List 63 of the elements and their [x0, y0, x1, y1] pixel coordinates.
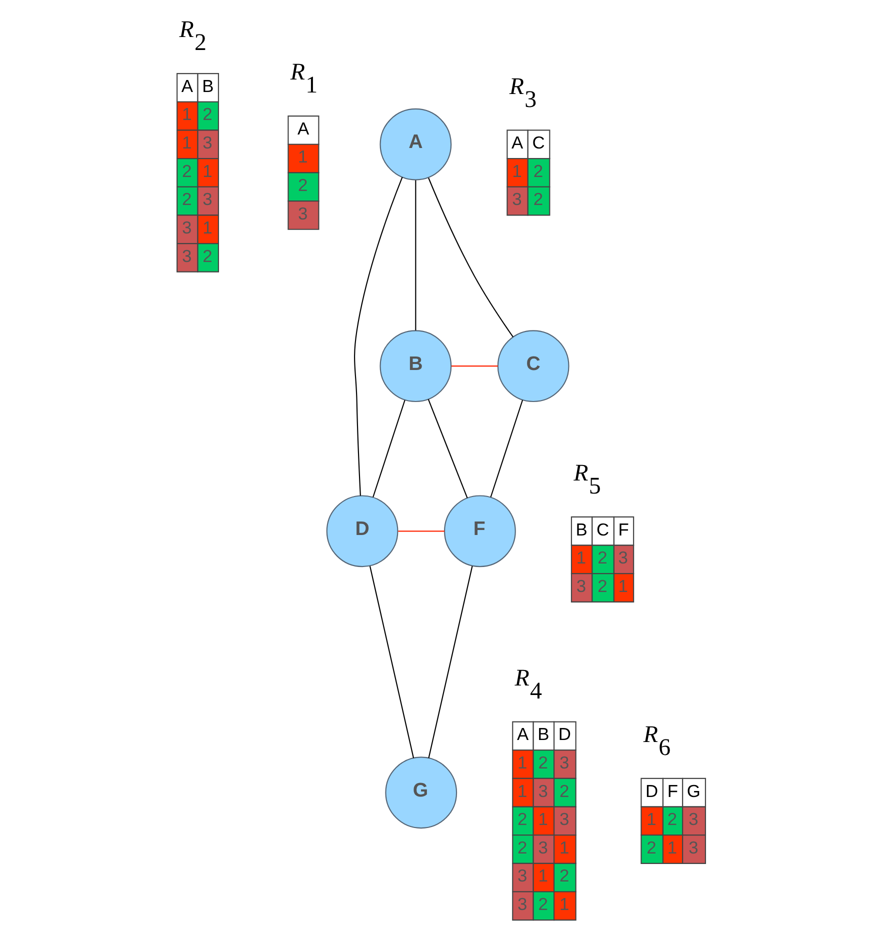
label: 3 — [202, 132, 212, 153]
label: 1 — [538, 809, 548, 830]
label: 3 — [688, 837, 698, 858]
label: 2 — [182, 160, 192, 181]
label: 3 — [512, 189, 522, 210]
label: 2 — [202, 104, 212, 124]
label: 1 — [667, 837, 678, 858]
label: D — [646, 780, 658, 801]
label: B — [202, 76, 214, 96]
label: 2 — [533, 160, 544, 181]
label: 3 — [518, 894, 528, 914]
label: 2 — [518, 837, 528, 858]
label: 1 — [182, 132, 192, 153]
label: 2 — [533, 189, 544, 210]
label: 1 — [576, 548, 586, 568]
label: A — [516, 724, 529, 744]
label: 1 — [618, 576, 628, 596]
label: 3 — [538, 780, 548, 801]
label: A — [297, 118, 310, 138]
label: 2 — [298, 175, 308, 196]
label: 1 — [559, 894, 570, 914]
label: 3 — [182, 218, 192, 238]
label: 1 — [538, 866, 548, 886]
label: 3 — [518, 866, 528, 886]
label: 2 — [182, 189, 192, 210]
label: 1 — [518, 752, 528, 772]
label: F — [618, 519, 629, 540]
label: 1 — [202, 160, 212, 181]
label: 3 — [559, 809, 570, 830]
label: A — [181, 76, 194, 96]
label: 3 — [538, 837, 548, 858]
label: 1 — [182, 104, 192, 124]
label: B — [576, 519, 588, 540]
label: 1 — [512, 160, 522, 181]
label: 1 — [559, 837, 570, 858]
label: 2 — [518, 809, 528, 830]
label: 1 — [298, 146, 308, 167]
label: 3 — [688, 809, 698, 830]
label: 2 — [538, 894, 548, 914]
label: 2 — [202, 246, 212, 266]
label: 2 — [646, 837, 656, 858]
label: C — [532, 132, 545, 153]
label: 3 — [559, 752, 570, 772]
label: 3 — [576, 576, 586, 596]
label: F — [667, 780, 678, 801]
label: 1 — [202, 218, 212, 238]
label: 1 — [518, 780, 528, 801]
label: 3 — [182, 246, 192, 266]
label: 2 — [559, 866, 570, 886]
label: A — [512, 132, 524, 153]
label: 2 — [598, 576, 608, 596]
label: B — [538, 724, 550, 744]
label: 2 — [538, 752, 548, 772]
label: C — [596, 519, 610, 540]
label: 1 — [646, 809, 656, 830]
label: 3 — [298, 203, 308, 224]
label: 3 — [202, 189, 212, 210]
label: 3 — [618, 548, 628, 568]
label: G — [686, 780, 701, 801]
label: 2 — [598, 548, 608, 568]
label: D — [558, 724, 571, 744]
label: 2 — [559, 780, 570, 801]
label: 2 — [667, 809, 678, 830]
